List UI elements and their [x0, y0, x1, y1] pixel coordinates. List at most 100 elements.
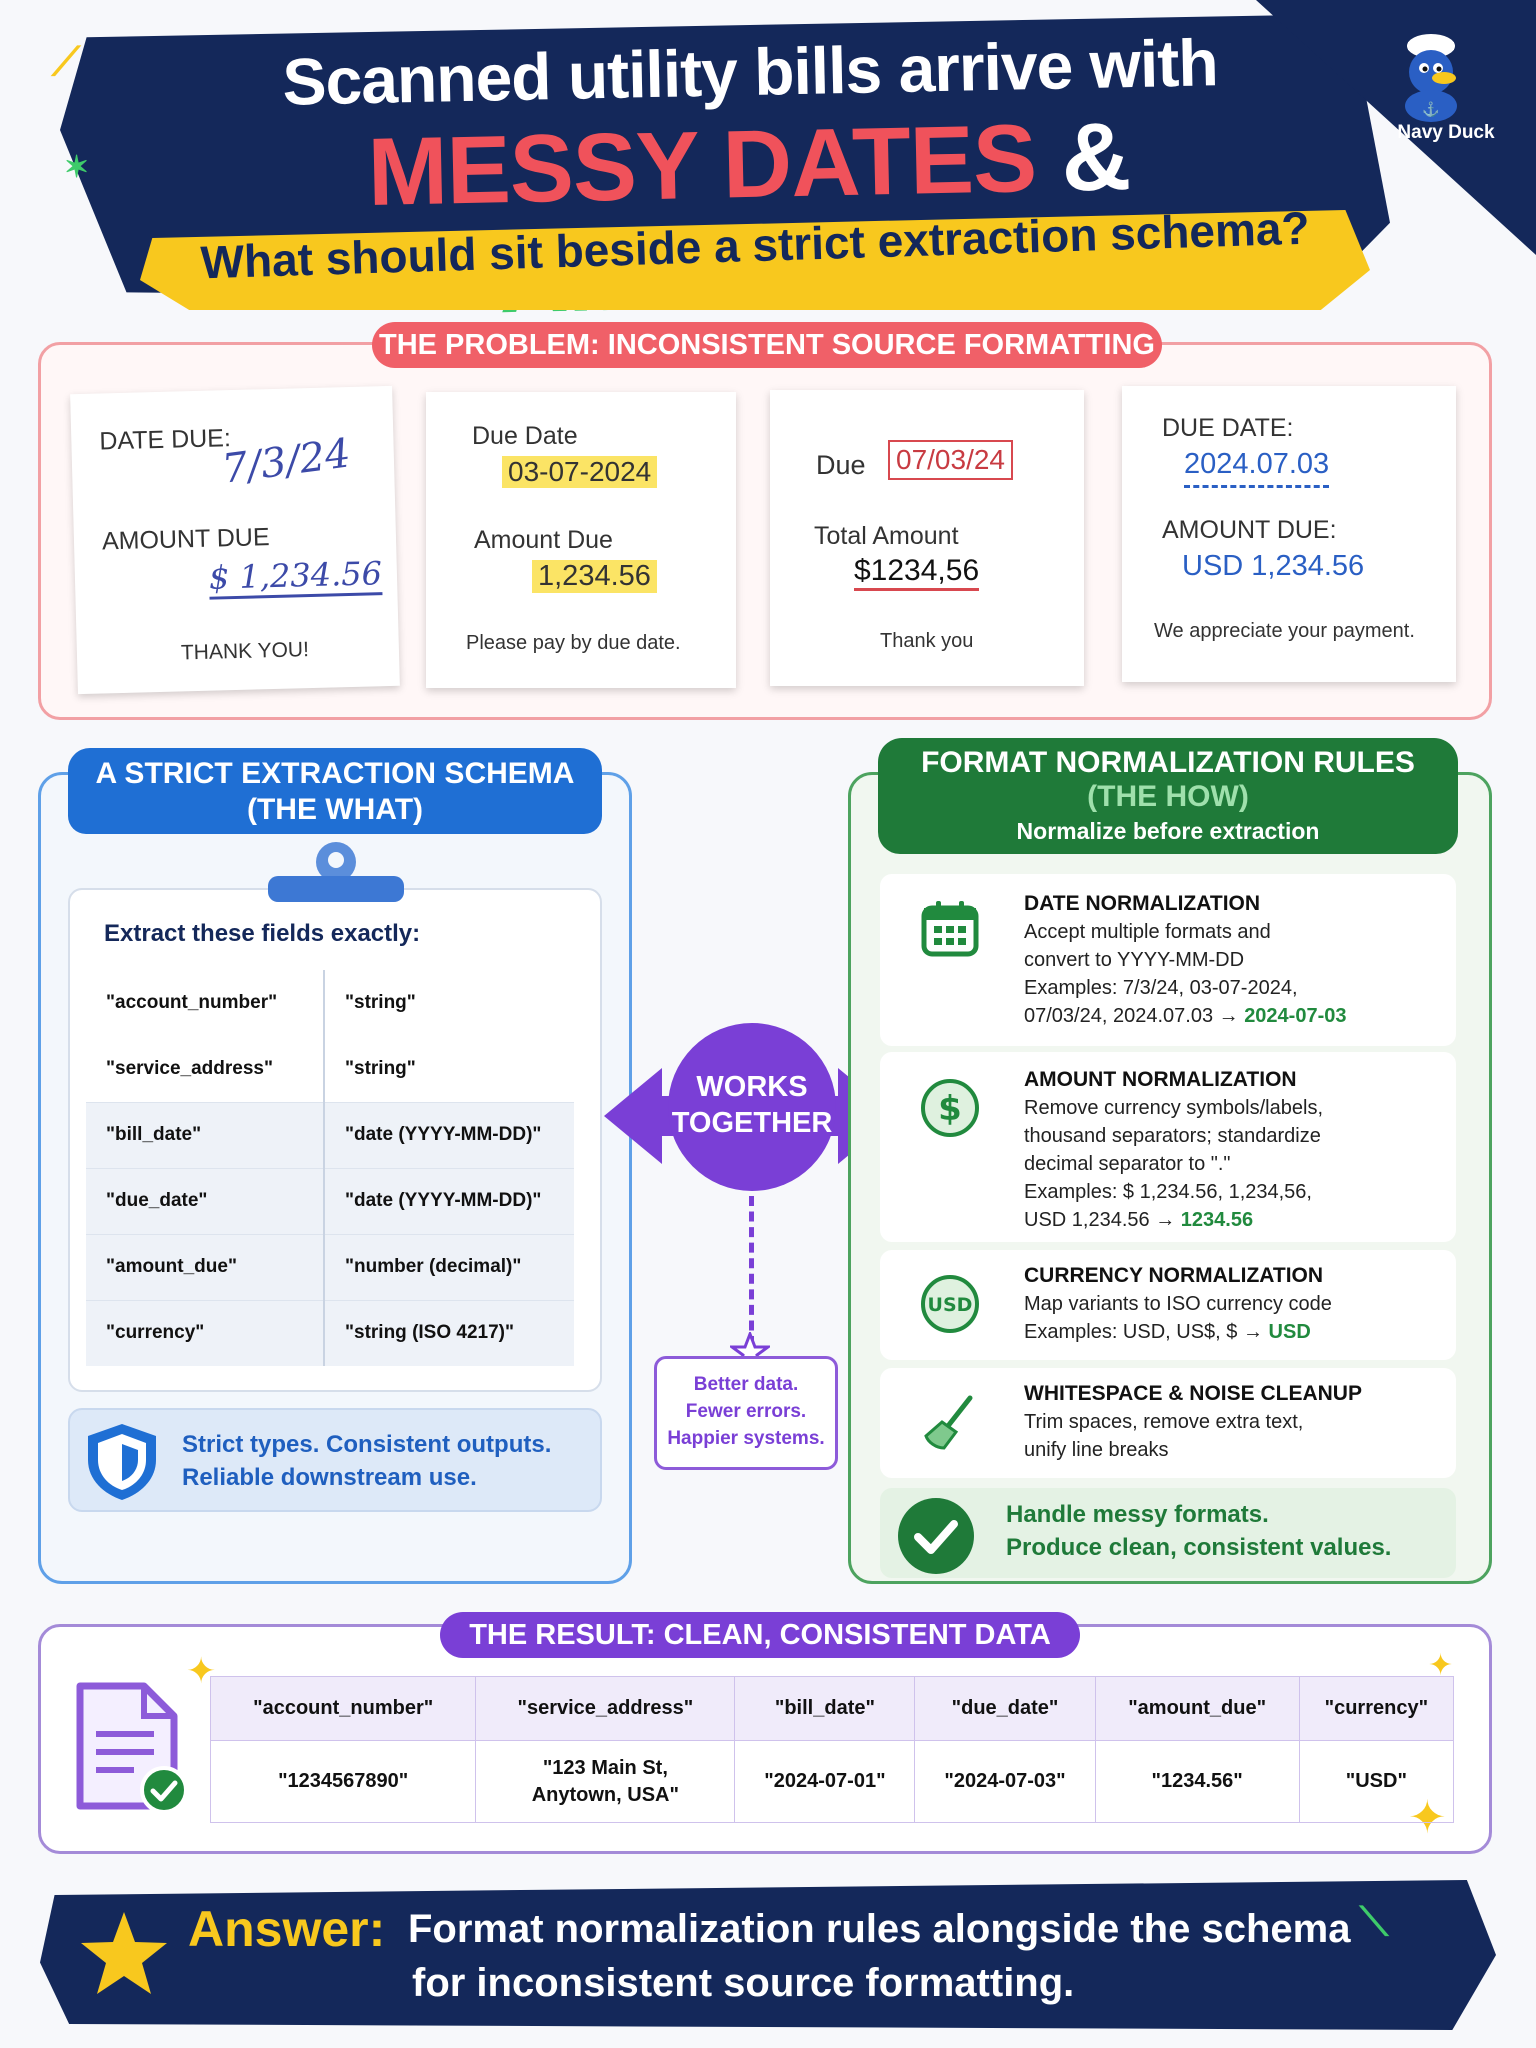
headline-messy-dates: MESSY DATES: [366, 105, 1038, 226]
rules-title-main: FORMAT NORMALIZATION RULES: [921, 746, 1415, 779]
bill-2: Due Date 03-07-2024 Amount Due 1,234.56 …: [426, 392, 736, 688]
rule-whitespace: WHITESPACE & NOISE CLEANUP Trim spaces, …: [880, 1368, 1456, 1478]
schema-field-row: "service_address" "string": [86, 1036, 574, 1102]
checkmark-icon: [898, 1498, 974, 1574]
usd-coin-icon: USD: [921, 1275, 979, 1333]
sparkle-icon: ⟍: [1360, 1900, 1388, 1944]
result-cell: "2024-07-01": [734, 1740, 916, 1823]
rule-amount-body: Remove currency symbols/labels, thousand…: [1024, 1094, 1444, 1234]
schema-field-row: "amount_due""number (decimal)": [86, 1233, 574, 1300]
schema-footer-line1: Strict types. Consistent outputs.: [182, 1431, 552, 1458]
schema-field-row: "currency""string (ISO 4217)": [86, 1299, 574, 1366]
schema-field-type: "string": [345, 992, 416, 1013]
benefit-2: Fewer errors.: [685, 1401, 807, 1422]
result-column-header: "amount_due": [1094, 1676, 1300, 1741]
benefit-1: Better data.: [693, 1374, 799, 1395]
rule-date-line: convert to YYYY-MM-DD: [1024, 949, 1245, 971]
rules-subtitle: (THE HOW): [1087, 780, 1249, 813]
rules-footer-line1: Handle messy formats.: [1006, 1501, 1269, 1528]
bill-3-amount: $1234,56: [854, 554, 980, 591]
rule-amount-title: AMOUNT NORMALIZATION: [1024, 1068, 1297, 1091]
headline-ampersand: &: [1060, 103, 1131, 212]
schema-field-type: "date (YYYY-MM-DD)": [324, 1167, 574, 1234]
problem-title: THE PROBLEM: INCONSISTENT SOURCE FORMATT…: [372, 322, 1162, 368]
shield-icon: [88, 1424, 156, 1500]
result-table: "account_number""service_address""bill_d…: [209, 1676, 1455, 1823]
document-check-icon: [76, 1682, 188, 1814]
rule-amount: $ AMOUNT NORMALIZATION Remove currency s…: [880, 1052, 1456, 1242]
result-cell: "1234.56": [1094, 1740, 1300, 1823]
result-column-header: "due_date": [914, 1676, 1096, 1741]
answer-line1: Format normalization rules alongside the…: [408, 1907, 1351, 1951]
sparkle-icon: ⟋: [52, 40, 80, 84]
rule-whitespace-line: unify line breaks: [1024, 1439, 1169, 1461]
answer-text: Format normalization rules alongside the…: [408, 1902, 1350, 2010]
schema-field-name: "account_number": [86, 970, 325, 1036]
schema-field-name: "due_date": [86, 1167, 325, 1234]
rule-amount-line: thousand separators; standardize: [1024, 1125, 1321, 1147]
schema-field-row: "due_date""date (YYYY-MM-DD)": [86, 1167, 574, 1234]
bill-1-amount-label: AMOUNT DUE: [101, 523, 270, 556]
bill-3: Due 07/03/24 Total Amount $1234,56 Thank…: [770, 390, 1084, 686]
bill-2-footer: Please pay by due date.: [466, 632, 681, 654]
sparkle-icon: ✶: [64, 151, 90, 184]
rule-date: DATE NORMALIZATION Accept multiple forma…: [880, 874, 1456, 1046]
rule-date-line: Examples: 7/3/24, 03-07-2024,: [1024, 977, 1298, 999]
rule-date-title: DATE NORMALIZATION: [1024, 892, 1261, 915]
schema-title-line1: A STRICT EXTRACTION SCHEMA: [95, 757, 575, 790]
rules-title: FORMAT NORMALIZATION RULES (THE HOW) Nor…: [878, 738, 1458, 854]
rules-footer: [880, 1488, 1456, 1578]
result-column-header: "currency": [1298, 1676, 1455, 1741]
bill-4-footer: We appreciate your payment.: [1154, 620, 1415, 642]
svg-text:⚓: ⚓: [1422, 101, 1439, 118]
schema-field-name: "service_address": [86, 1036, 325, 1102]
rule-date-line: 07/03/24, 2024.07.03 →: [1024, 1005, 1239, 1027]
schema-footer-text: Strict types. Consistent outputs. Reliab…: [182, 1428, 551, 1494]
rule-whitespace-body: Trim spaces, remove extra text, unify li…: [1024, 1408, 1444, 1464]
bill-4-amount-label: AMOUNT DUE:: [1162, 516, 1337, 544]
schema-title: A STRICT EXTRACTION SCHEMA (THE WHAT): [68, 748, 602, 834]
rule-whitespace-line: Trim spaces, remove extra text,: [1024, 1411, 1304, 1433]
navy-duck-logo: ⚓: [1405, 34, 1457, 122]
bill-4-date-label: DUE DATE:: [1162, 414, 1294, 442]
result-cell: "1234567890": [209, 1740, 477, 1823]
answer-banner: [40, 1880, 1496, 2030]
rule-date-body: Accept multiple formats and convert to Y…: [1024, 918, 1444, 1030]
bill-1-amount: $ 1,234.56: [208, 554, 383, 600]
works-together-badge: WORKS TOGETHER: [668, 1023, 836, 1191]
schema-fields-table: "account_number""string""service_address…: [86, 970, 574, 1366]
schema-field-row: "account_number" "string": [86, 970, 574, 1036]
answer-line2: for inconsistent source formatting.: [412, 1961, 1075, 2005]
schema-footer-line2: Reliable downstream use.: [182, 1464, 477, 1491]
bill-3-date: 07/03/24: [888, 440, 1013, 480]
rules-footer-text: Handle messy formats. Produce clean, con…: [1006, 1498, 1391, 1564]
bill-2-date-label: Due Date: [472, 422, 578, 450]
schema-field-type: "string (ISO 4217)": [324, 1299, 574, 1366]
result-cell: "2024-07-03": [914, 1740, 1096, 1823]
bill-1-date: 7/3/24: [219, 430, 354, 493]
schema-field-name: "currency": [86, 1299, 325, 1366]
works-line2: TOGETHER: [671, 1107, 833, 1139]
rule-currency-title: CURRENCY NORMALIZATION: [1024, 1264, 1324, 1287]
bill-2-date: 03-07-2024: [502, 456, 658, 488]
svg-text:$: $: [938, 1089, 962, 1129]
rule-date-result: 2024-07-03: [1244, 1005, 1347, 1027]
dollar-icon: $: [921, 1079, 979, 1137]
rule-currency-line: Examples: USD, US$, $ →: [1024, 1321, 1263, 1343]
schema-field-type: "string": [345, 1057, 416, 1079]
benefits-box: Better data. Fewer errors. Happier syste…: [654, 1356, 838, 1470]
bill-4-date: 2024.07.03: [1184, 448, 1330, 488]
schema-field-row: "bill_date""date (YYYY-MM-DD)": [86, 1101, 574, 1168]
bill-1: DATE DUE: 7/3/24 AMOUNT DUE $ 1,234.56 T…: [70, 385, 400, 695]
bill-2-amount-label: Amount Due: [474, 526, 613, 554]
svg-text:USD: USD: [928, 1294, 973, 1316]
rule-currency-body: Map variants to ISO currency code Exampl…: [1024, 1290, 1444, 1346]
bill-1-footer: THANK YOU!: [180, 638, 310, 665]
schema-field-name: "bill_date": [86, 1101, 325, 1168]
dashed-connector: [749, 1196, 754, 1346]
rule-amount-line: USD 1,234.56 →: [1024, 1209, 1176, 1231]
bill-4: DUE DATE: 2024.07.03 AMOUNT DUE: USD 1,2…: [1122, 386, 1456, 682]
bill-3-footer: Thank you: [880, 630, 974, 652]
result-column-header: "account_number": [209, 1676, 477, 1741]
rule-whitespace-title: WHITESPACE & NOISE CLEANUP: [1024, 1382, 1362, 1405]
